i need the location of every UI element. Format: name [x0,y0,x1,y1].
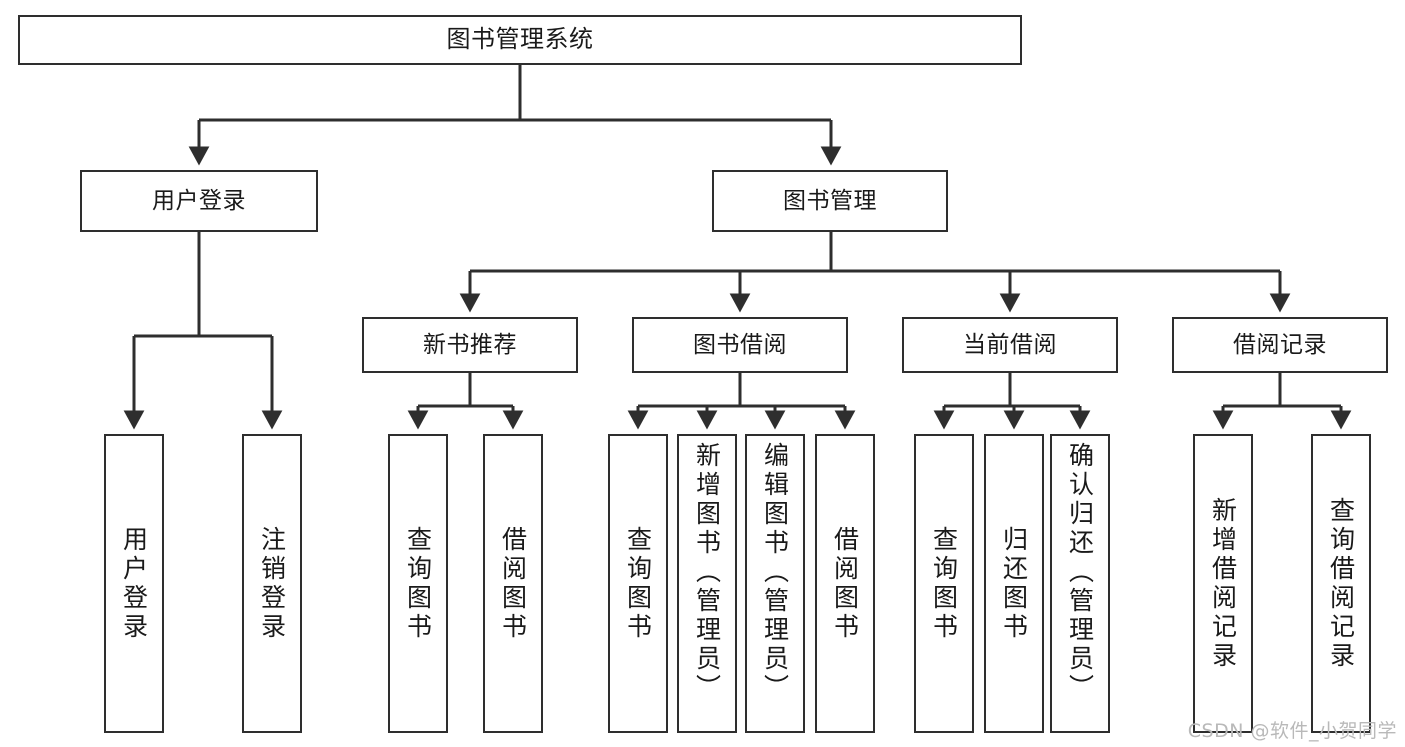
node-book-borrow-label: 图书借阅 [693,331,787,358]
node-leaf-user-login[interactable]: 用户登录 [104,434,164,733]
node-leaf-confirm-return-admin[interactable]: 确认归还（管理员） [1050,434,1110,733]
node-leaf-query-borrow-record-label: 查询借阅记录 [1326,496,1356,671]
node-leaf-return-book[interactable]: 归还图书 [984,434,1044,733]
node-current-borrow-label: 当前借阅 [963,331,1057,358]
node-new-book-recommend[interactable]: 新书推荐 [362,317,578,373]
node-current-borrow[interactable]: 当前借阅 [902,317,1118,373]
node-leaf-query-book-rec-label: 查询图书 [403,525,433,642]
node-leaf-add-book-admin-label: 新增图书（管理员） [692,442,722,703]
node-leaf-borrow-book-rec-label: 借阅图书 [498,525,528,642]
node-leaf-query-book-current-label: 查询图书 [929,525,959,642]
node-leaf-confirm-return-admin-label: 确认归还（管理员） [1065,442,1095,703]
node-leaf-add-borrow-record[interactable]: 新增借阅记录 [1193,434,1253,733]
node-leaf-query-borrow-record[interactable]: 查询借阅记录 [1311,434,1371,733]
node-leaf-query-book-borrow[interactable]: 查询图书 [608,434,668,733]
node-root-label: 图书管理系统 [446,25,594,54]
node-book-borrow[interactable]: 图书借阅 [632,317,848,373]
node-borrow-record-label: 借阅记录 [1233,331,1327,358]
node-user-login-label: 用户登录 [152,187,246,214]
node-leaf-user-login-label: 用户登录 [119,525,149,642]
watermark-text: CSDN @软件_小贺同学 [1187,720,1397,742]
node-borrow-record[interactable]: 借阅记录 [1172,317,1388,373]
node-leaf-edit-book-admin-label: 编辑图书（管理员） [760,442,790,703]
node-leaf-borrow-book-label: 借阅图书 [830,525,860,642]
node-root[interactable]: 图书管理系统 [18,15,1022,65]
node-leaf-query-book-current[interactable]: 查询图书 [914,434,974,733]
node-book-manage[interactable]: 图书管理 [712,170,948,232]
node-leaf-add-borrow-record-label: 新增借阅记录 [1208,496,1238,671]
node-book-manage-label: 图书管理 [783,187,877,214]
node-leaf-query-book-rec[interactable]: 查询图书 [388,434,448,733]
node-leaf-logout-login[interactable]: 注销登录 [242,434,302,733]
node-leaf-return-book-label: 归还图书 [999,525,1029,642]
node-user-login[interactable]: 用户登录 [80,170,318,232]
node-leaf-edit-book-admin[interactable]: 编辑图书（管理员） [745,434,805,733]
node-new-book-recommend-label: 新书推荐 [423,331,517,358]
node-leaf-add-book-admin[interactable]: 新增图书（管理员） [677,434,737,733]
node-leaf-query-book-borrow-label: 查询图书 [623,525,653,642]
node-leaf-borrow-book[interactable]: 借阅图书 [815,434,875,733]
node-leaf-logout-login-label: 注销登录 [257,525,287,642]
node-leaf-borrow-book-rec[interactable]: 借阅图书 [483,434,543,733]
